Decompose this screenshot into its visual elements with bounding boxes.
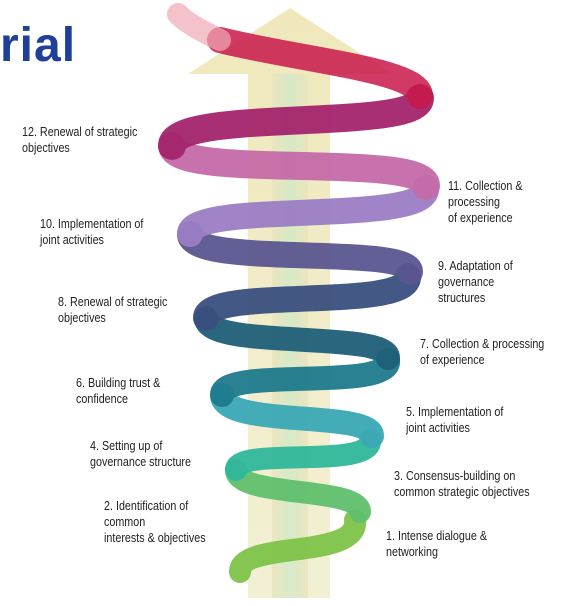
spiral-segment-12 [207, 27, 433, 109]
spiral-segment-9 [177, 175, 439, 247]
stage-label-2: 2. Identification of common interests & … [104, 499, 206, 545]
stage-label-9: 9. Adaptation of governance structures [438, 259, 513, 305]
stage-label-11: 11. Collection & processing of experienc… [448, 179, 523, 225]
spiral-segment-11 [158, 84, 434, 160]
stage-label-10: 10. Implementation of joint activities [40, 217, 144, 247]
spiral-segment-3 [225, 429, 381, 481]
spiral-tail [167, 3, 231, 51]
spiral-segment-5 [210, 348, 400, 407]
stage-label-6: 6. Building trust & confidence [76, 376, 161, 406]
stage-label-12: 12. Renewal of strategic objectives [22, 125, 138, 155]
stage-label-1: 1. Intense dialogue & networking [386, 529, 488, 559]
stage-label-4: 4. Setting up of governance structure [90, 439, 191, 469]
page-title: rial [0, 19, 77, 72]
spiral-ribbons [158, 3, 440, 583]
spiral-segment-1 [229, 509, 366, 583]
stage-label-5: 5. Implementation of joint activities [406, 405, 504, 435]
stage-label-8: 8. Renewal of strategic objectives [58, 295, 168, 325]
spiral-segment-8 [177, 221, 423, 285]
stage-label-3: 3. Consensus-building on common strategi… [394, 469, 530, 499]
stage-label-7: 7. Collection & processing of experience [420, 337, 545, 367]
spiral-segment-10 [158, 132, 440, 200]
spiral-segment-7 [193, 263, 421, 331]
